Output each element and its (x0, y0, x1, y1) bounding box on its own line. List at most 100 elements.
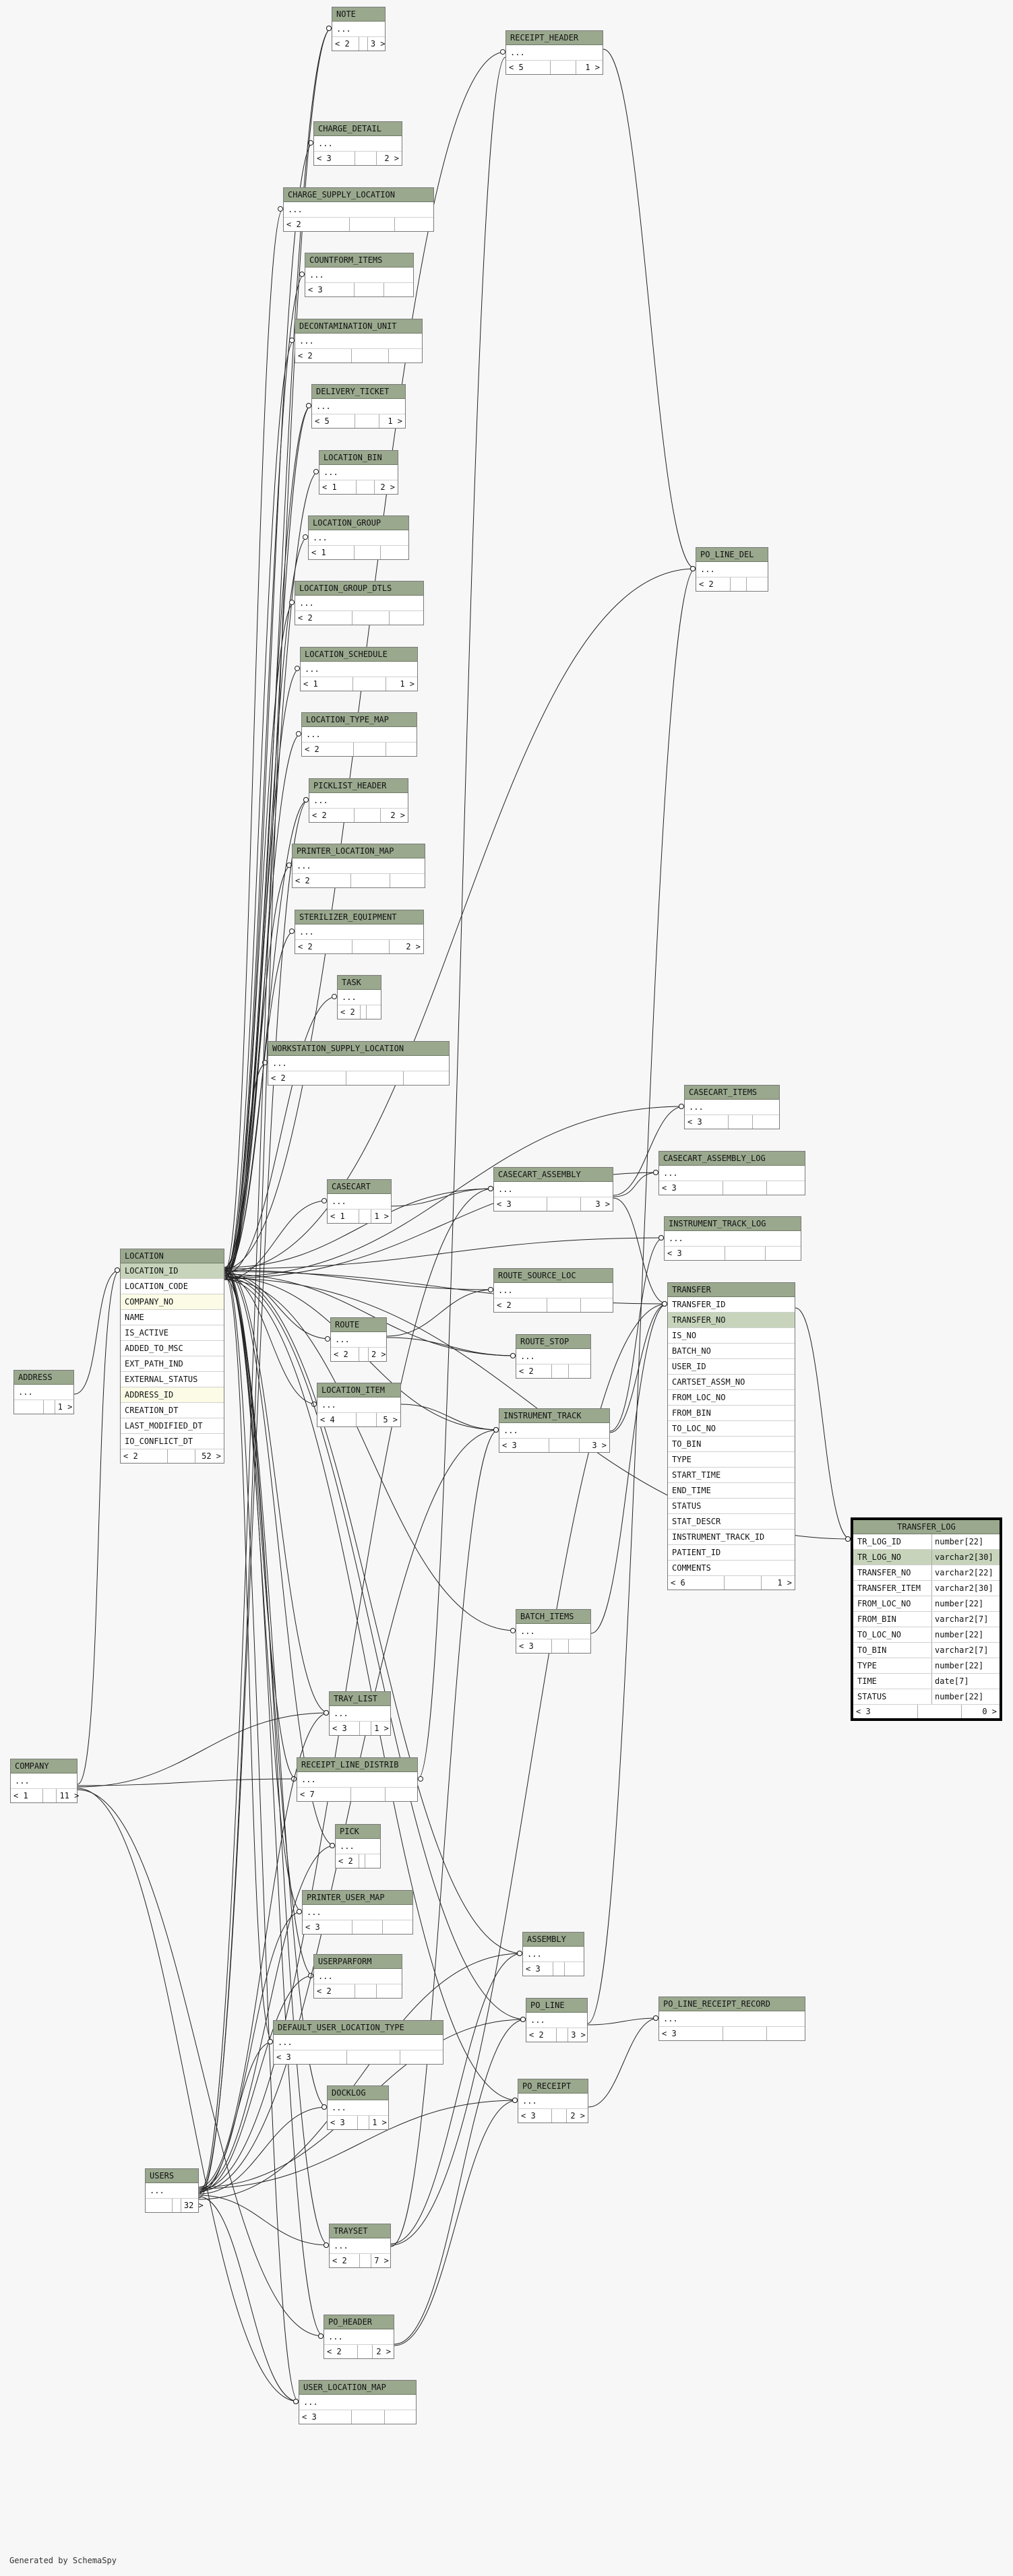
column-name: EXT_PATH_IND (125, 1359, 183, 1369)
crowfoot-marker (313, 469, 319, 474)
column-name: IS_NO (672, 1331, 697, 1340)
table-po-line-receipt-record[interactable]: PO_LINE_RECEIPT_RECORD...< 3 (658, 1997, 805, 2041)
table-column: ... (659, 1166, 805, 1181)
table-name: ROUTE_STOP (516, 1335, 590, 1349)
table-footer: < 3 (659, 2027, 805, 2040)
relationship-edge (77, 1778, 297, 1786)
table-instrument-track-log[interactable]: INSTRUMENT_TRACK_LOG...< 3 (664, 1216, 801, 1261)
footer-spacer (725, 1247, 766, 1260)
relationship-edge (198, 1975, 314, 2192)
parent-count: < 3 (314, 152, 355, 165)
table-po-line-del[interactable]: PO_LINE_DEL...< 2 (696, 547, 768, 592)
table-route-stop[interactable]: ROUTE_STOP...< 2 (516, 1334, 591, 1379)
crowfoot-marker (325, 1336, 330, 1342)
column-name: ... (321, 1400, 336, 1410)
column-name: START_TIME (672, 1470, 721, 1480)
table-assembly[interactable]: ASSEMBLY...< 3 (522, 1932, 584, 1976)
crowfoot-marker (289, 600, 295, 605)
footer-spacer (168, 1449, 196, 1463)
table-charge-supply-location[interactable]: CHARGE_SUPPLY_LOCATION...< 2 (283, 187, 434, 232)
table-name: CASECART_ASSEMBLY (494, 1168, 613, 1182)
table-task[interactable]: TASK...< 2 (337, 975, 381, 1019)
child-count (383, 1920, 412, 1934)
table-userparform[interactable]: USERPARFORM...< 2 (313, 1954, 402, 1999)
table-countform-items[interactable]: COUNTFORM_ITEMS...< 3 (305, 253, 414, 297)
child-count (389, 349, 422, 363)
crowfoot-marker (653, 1170, 658, 1175)
table-name: PO_LINE (526, 1999, 587, 2013)
table-footer: < 3 (523, 1962, 584, 1976)
table-address[interactable]: ADDRESS...1 > (13, 1370, 74, 1414)
table-name: TRANSFER (668, 1283, 795, 1297)
table-casecart-assembly-log[interactable]: CASECART_ASSEMBLY_LOG...< 3 (658, 1151, 805, 1195)
table-users[interactable]: USERS...32 > (145, 2168, 204, 2213)
table-column: NAME (121, 1310, 224, 1325)
footer-spacer (355, 414, 379, 428)
table-batch-items[interactable]: BATCH_ITEMS...< 3 (516, 1609, 591, 1654)
parent-count: < 2 (332, 37, 360, 51)
parent-count: < 7 (297, 1788, 352, 1801)
table-pick[interactable]: PICK...< 2 (335, 1824, 381, 1868)
table-default-user-location-type[interactable]: DEFAULT_USER_LOCATION_TYPE...< 3 (273, 2020, 443, 2065)
table-location-group[interactable]: LOCATION_GROUP...< 1 (308, 515, 409, 560)
child-count (384, 283, 413, 296)
table-location-type-map[interactable]: LOCATION_TYPE_MAP...< 2 (301, 712, 417, 757)
column-name: BATCH_NO (672, 1346, 711, 1356)
crowfoot-marker (303, 797, 309, 803)
table-decontamination-unit[interactable]: DECONTAMINATION_UNIT...< 2 (295, 319, 423, 363)
parent-count: < 2 (494, 1298, 548, 1312)
table-name: DEFAULT_USER_LOCATION_TYPE (274, 2021, 443, 2035)
table-location-group-dtls[interactable]: LOCATION_GROUP_DTLS...< 2 (295, 581, 424, 625)
footer-spacer (551, 61, 576, 74)
column-name: ... (663, 1168, 678, 1178)
table-name: PRINTER_USER_MAP (303, 1891, 412, 1905)
table-route-source-loc[interactable]: ROUTE_SOURCE_LOC...< 2 (493, 1268, 613, 1313)
table-name: RECEIPT_LINE_DISTRIB (297, 1758, 417, 1772)
relationship-edge (198, 2106, 328, 2195)
column-name: ADDED_TO_MSC (125, 1344, 183, 1353)
child-count: 1 > (388, 416, 402, 426)
column-name: FROM_LOC_NO (672, 1393, 726, 1402)
table-column: ... (314, 136, 402, 152)
table-receipt-line-distrib[interactable]: RECEIPT_LINE_DISTRIB...< 7 (297, 1757, 418, 1802)
table-name: LOCATION_BIN (319, 451, 398, 465)
child-count: 2 > (376, 2347, 391, 2356)
table-user-location-map[interactable]: USER_LOCATION_MAP...< 3 (299, 2380, 417, 2424)
column-name: TYPE (672, 1455, 692, 1464)
table-casecart-items[interactable]: CASECART_ITEMS...< 3 (684, 1085, 780, 1129)
crowfoot-marker (286, 862, 292, 868)
table-column: ... (299, 2395, 416, 2410)
table-footer: < 2 (295, 611, 423, 625)
crowfoot-marker (500, 49, 505, 55)
column-name: ... (297, 861, 311, 871)
table-printer-location-map[interactable]: PRINTER_LOCATION_MAP...< 2 (292, 844, 425, 888)
footer-spacer (351, 874, 390, 887)
table-printer-user-map[interactable]: PRINTER_USER_MAP...< 3 (302, 1890, 413, 1935)
table-workstation-supply-location[interactable]: WORKSTATION_SUPPLY_LOCATION...< 2 (268, 1041, 450, 1086)
column-name: ... (689, 1102, 704, 1112)
table-name: CHARGE_DETAIL (314, 122, 402, 136)
